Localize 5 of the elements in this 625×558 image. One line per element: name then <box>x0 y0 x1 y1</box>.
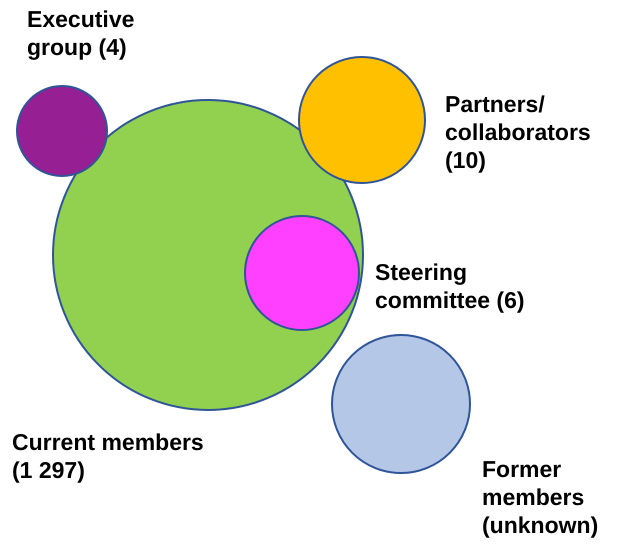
circle-label: Executive group (4) <box>27 5 136 61</box>
circle-label: Former members (unknown) <box>482 455 600 539</box>
circle-label: Partners/ collaborators (10) <box>445 90 592 174</box>
circle-label: Steering committee (6) <box>375 258 526 314</box>
circle-label: Current members (1 297) <box>12 428 205 484</box>
